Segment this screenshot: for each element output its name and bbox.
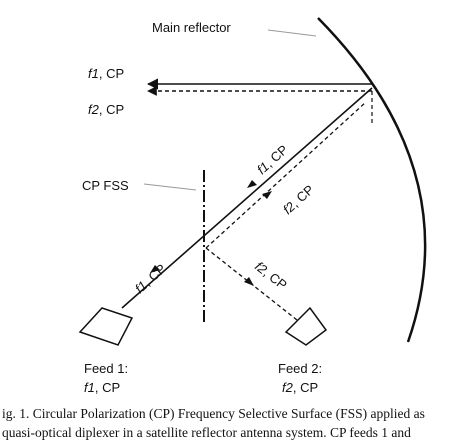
cp-fss-label: CP FSS xyxy=(82,178,129,193)
beam-f2-mid-label: f2, CP xyxy=(280,182,317,217)
feed1-spec: f1, CP xyxy=(84,380,120,395)
caption-line-1: ig. 1. Circular Polarization (CP) Freque… xyxy=(2,406,425,421)
beam-f2-arrow-mid xyxy=(262,191,272,199)
beam-f1-diagonal xyxy=(121,87,373,309)
beam-f2-feed-label: f2, CP xyxy=(252,259,290,293)
beam-f1-mid-label: f1, CP xyxy=(254,142,291,177)
feed2-title: Feed 2: xyxy=(278,361,322,376)
beam-f1-arrow-low xyxy=(150,265,160,273)
feed2-horn xyxy=(284,306,328,346)
main-reflector-leader xyxy=(267,29,317,37)
beam-f1-arrow-mid xyxy=(247,180,257,188)
caption-line-2: quasi-optical diplexer in a satellite re… xyxy=(2,425,411,440)
feed1-title: Feed 1: xyxy=(84,361,128,376)
beam-f2-diagonal xyxy=(205,101,367,249)
feed2-spec: f2, CP xyxy=(282,380,318,395)
beam-f1-out-label: f1, CP xyxy=(88,66,124,81)
feed1-horn xyxy=(78,307,134,346)
cp-fss-leader xyxy=(143,183,197,191)
beam-f2-feed-arrow xyxy=(244,277,254,286)
main-reflector-label: Main reflector xyxy=(152,20,231,35)
beam-f1-feed-label: f1, CP xyxy=(132,261,169,296)
main-reflector-arc xyxy=(317,17,427,343)
beam-f2-out-label: f2, CP xyxy=(88,102,124,117)
